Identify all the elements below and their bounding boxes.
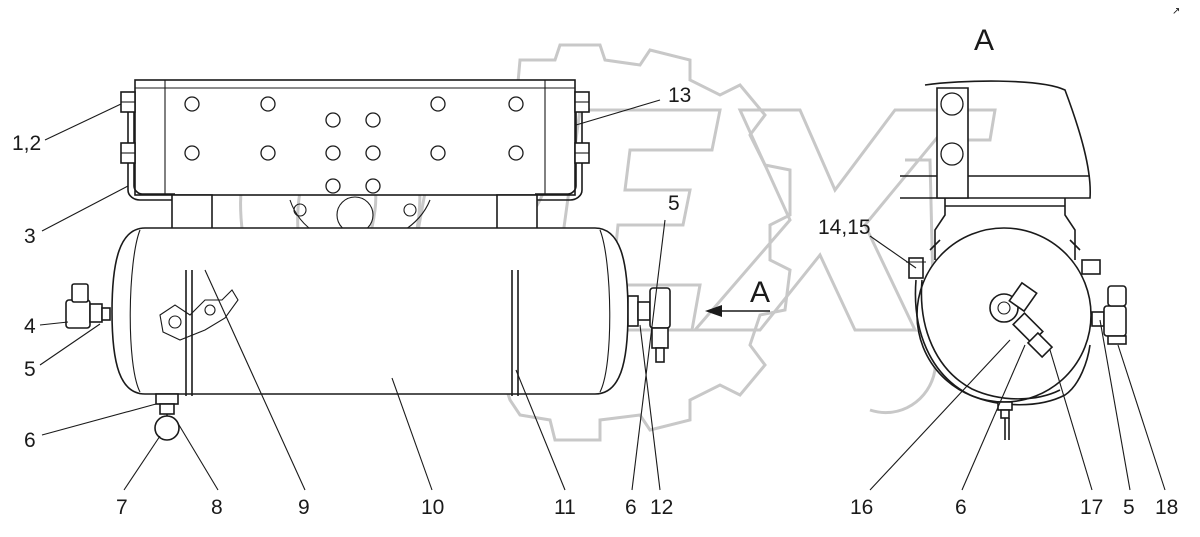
callout-8: 8: [211, 496, 223, 519]
drain-valve: [154, 393, 180, 441]
callout-17: 17: [1080, 496, 1103, 519]
callout-5-top: 5: [668, 192, 680, 215]
callout-3: 3: [24, 225, 36, 248]
callout-12: 12: [650, 496, 673, 519]
callout-16: 16: [850, 496, 873, 519]
fitting-left-4: [65, 283, 111, 329]
view-a-title: A: [974, 24, 994, 57]
arrow-a-label: A: [750, 276, 770, 309]
callout-1-2: 1,2: [12, 132, 41, 155]
callout-4: 4: [24, 315, 36, 338]
callout-18: 18: [1155, 496, 1178, 519]
valve-ghost-outline: [159, 289, 239, 341]
callout-7: 7: [116, 496, 128, 519]
watermark-gear: [493, 43, 792, 442]
view-arrow-a: [705, 305, 770, 317]
side-view-frame: [900, 80, 1092, 199]
side-view-strap: [929, 198, 1081, 260]
clamp-bands: [185, 270, 519, 396]
corner-mark: ↗: [1172, 6, 1180, 17]
callout-6-left: 6: [24, 429, 36, 452]
callout-9: 9: [298, 496, 310, 519]
callout-13: 13: [668, 84, 691, 107]
callout-10: 10: [421, 496, 444, 519]
side-view-fitting-18: [1091, 285, 1127, 345]
callout-11: 11: [554, 496, 576, 519]
callout-6-right: 6: [955, 496, 967, 519]
callout-5-left: 5: [24, 358, 36, 381]
beam-holes: [184, 96, 524, 194]
callout-6-mid: 6: [625, 496, 637, 519]
side-view-valve-16-17: [989, 281, 1054, 359]
bracket-strap-right: [535, 91, 590, 201]
mounting-beam: [134, 79, 576, 196]
side-view-drain: [997, 401, 1013, 440]
air-receiver-tank: [111, 227, 629, 395]
callout-14-15: 14,15: [818, 216, 871, 239]
callout-5-right: 5: [1123, 496, 1135, 519]
bracket-strap-left: [120, 91, 175, 201]
leader-lines: [39, 99, 1166, 491]
